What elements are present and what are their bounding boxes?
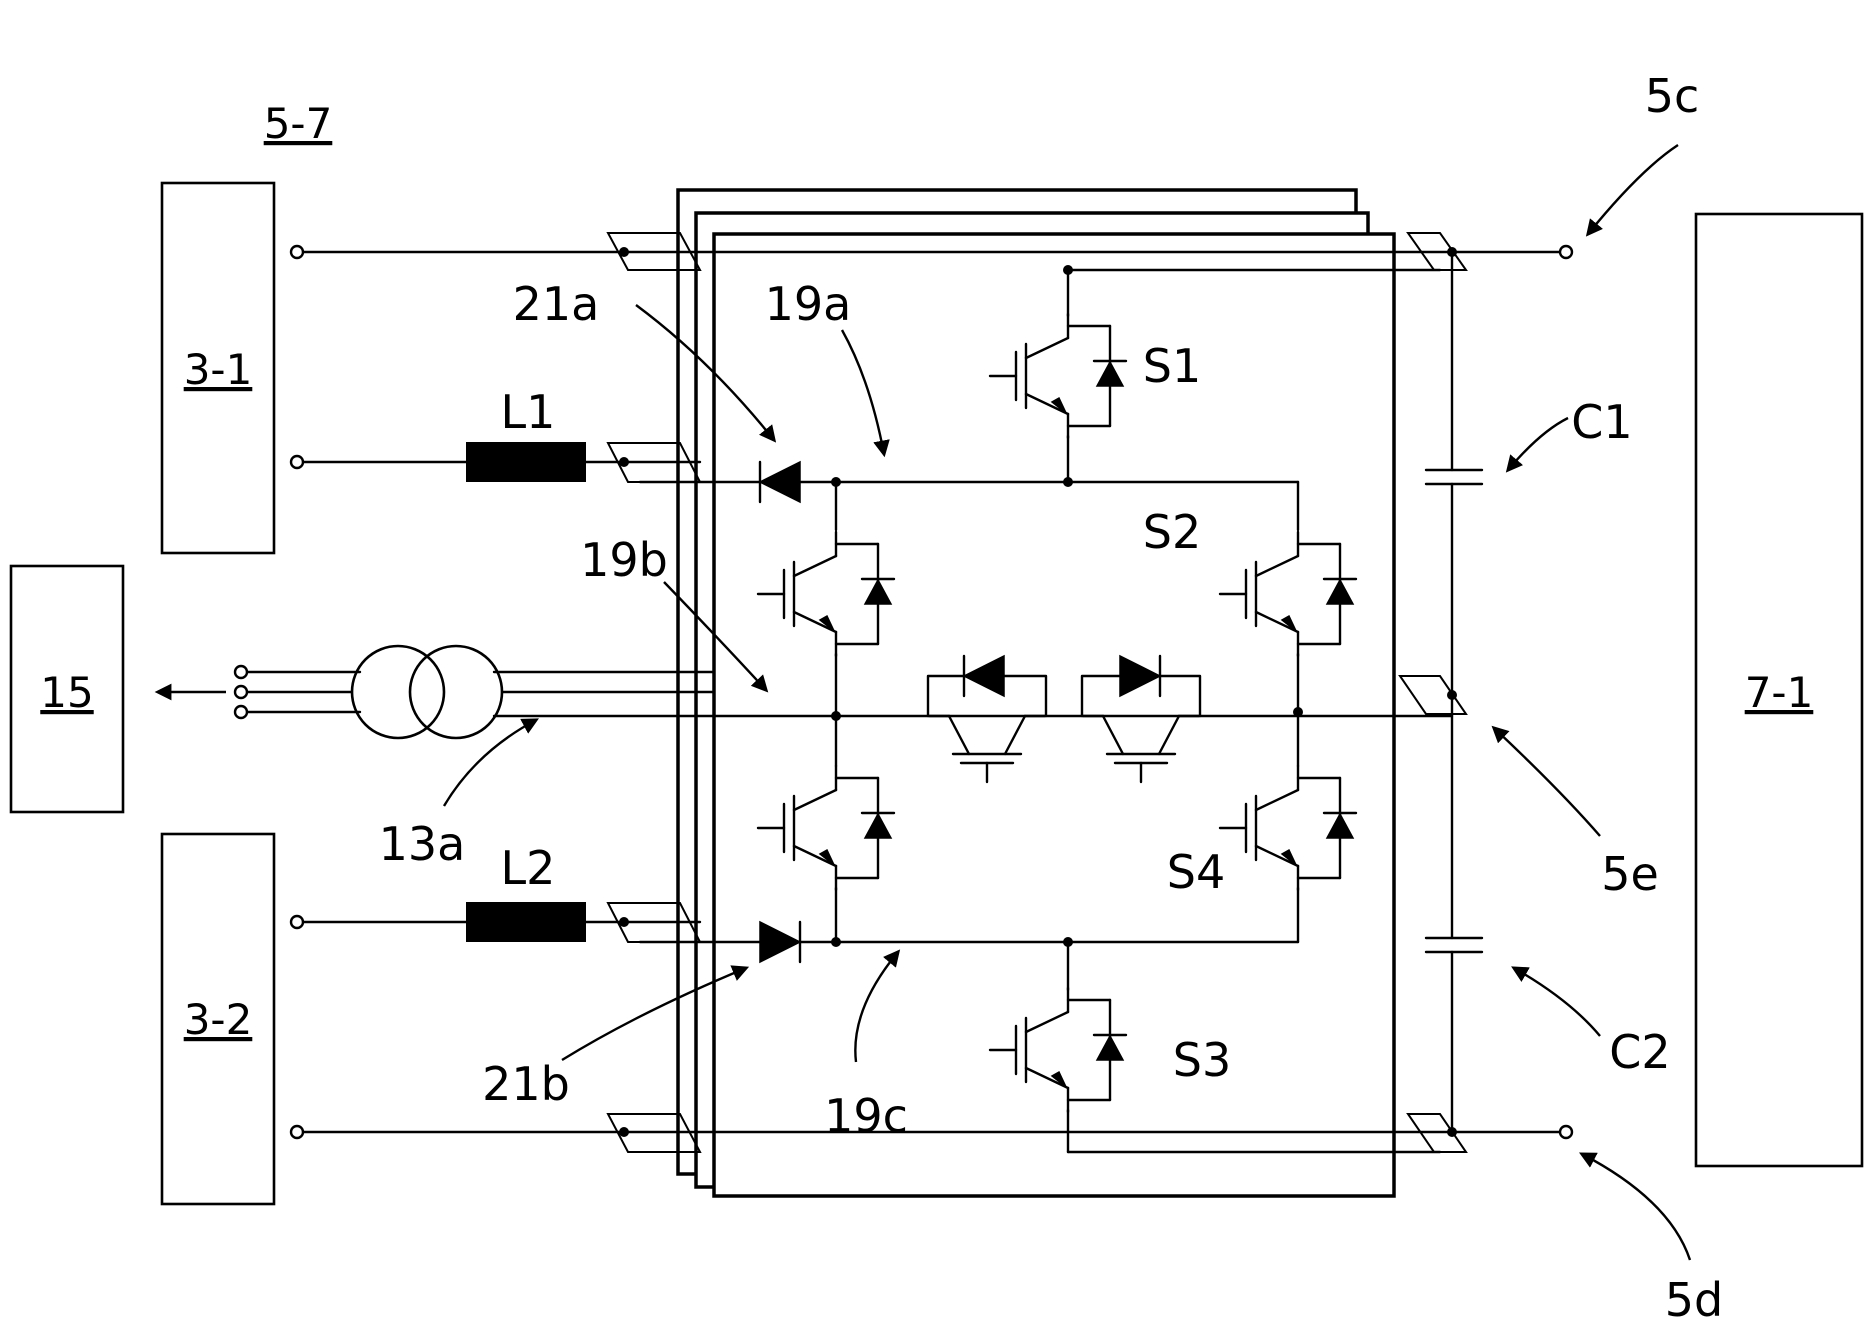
label-21a: 21a xyxy=(513,277,600,331)
label-l2: L2 xyxy=(501,841,556,895)
label-s1: S1 xyxy=(1143,339,1201,393)
terminal-5d xyxy=(1560,1126,1572,1138)
terminal-3-2-bottom xyxy=(291,1126,303,1138)
leader-c1-icon xyxy=(1508,418,1568,470)
label-5d: 5d xyxy=(1665,1273,1723,1324)
label-13a: 13a xyxy=(379,817,466,871)
leader-c2-icon xyxy=(1514,968,1600,1036)
label-5c: 5c xyxy=(1645,69,1700,123)
terminal-3-1-bottom xyxy=(291,456,303,468)
leader-5c-icon xyxy=(1588,145,1678,234)
label-21b: 21b xyxy=(482,1057,570,1111)
source-label-3-1: 3-1 xyxy=(184,345,253,394)
label-19c: 19c xyxy=(824,1089,908,1143)
terminal-3-2-top xyxy=(291,916,303,928)
transformer-13a-icon xyxy=(352,646,444,738)
label-s2: S2 xyxy=(1143,505,1201,559)
label-l1: L1 xyxy=(501,385,556,439)
grid-label-15: 15 xyxy=(40,668,93,717)
load-label-7-1: 7-1 xyxy=(1745,668,1814,717)
source-label-3-2: 3-2 xyxy=(184,995,253,1044)
label-19a: 19a xyxy=(765,277,852,331)
label-s3: S3 xyxy=(1173,1033,1231,1087)
figure-label: 5-7 xyxy=(264,99,333,148)
leader-13a-icon xyxy=(444,720,536,806)
label-5e: 5e xyxy=(1601,847,1659,901)
label-c1: C1 xyxy=(1571,395,1632,449)
label-c2: C2 xyxy=(1609,1025,1670,1079)
leader-5e-icon xyxy=(1494,728,1600,836)
label-19b: 19b xyxy=(580,533,668,587)
inductor-l1 xyxy=(466,442,586,482)
label-s4: S4 xyxy=(1167,845,1225,899)
terminal-5c xyxy=(1560,246,1572,258)
inductor-l2 xyxy=(466,902,586,942)
leader-5d-icon xyxy=(1582,1154,1690,1260)
terminal-3-1-top xyxy=(291,246,303,258)
